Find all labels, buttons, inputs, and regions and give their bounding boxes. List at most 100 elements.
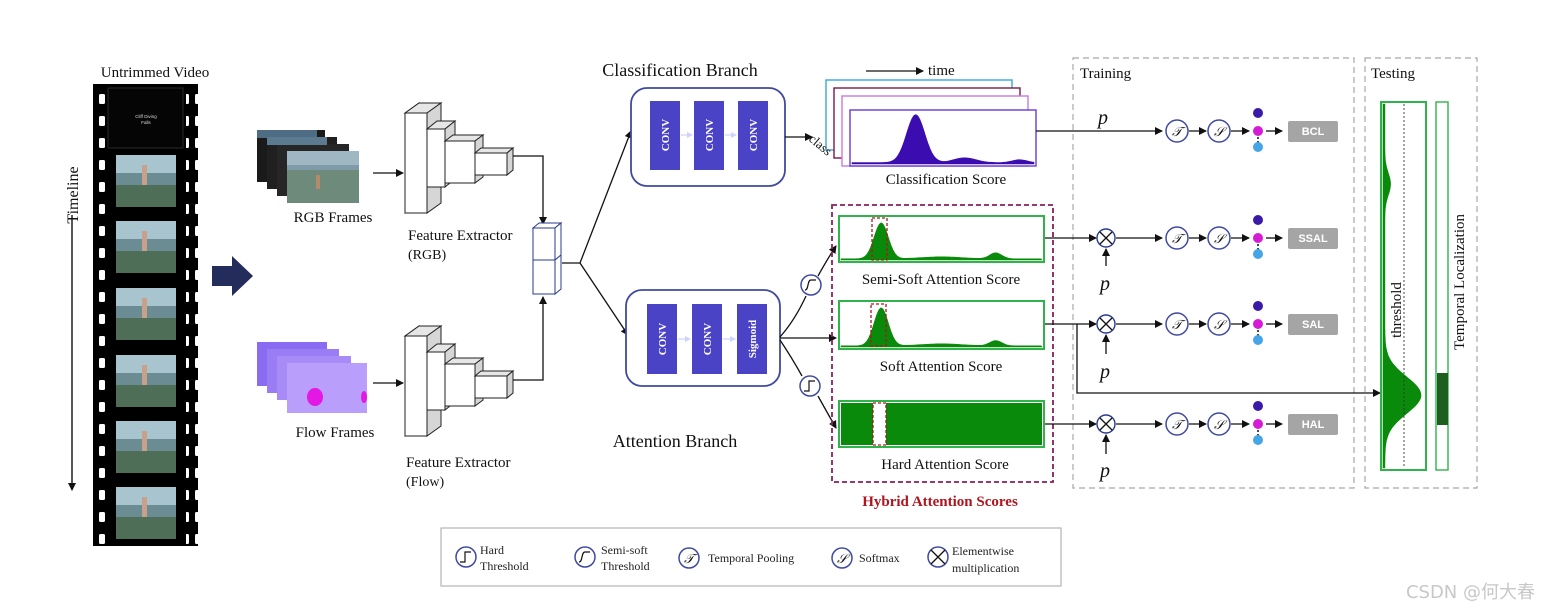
- semi-soft-threshold-icon: [800, 274, 822, 296]
- svg-text:CONV: CONV: [702, 323, 714, 355]
- p-symbol-hal: p: [1098, 460, 1110, 482]
- hal-loss-badge: HAL: [1288, 414, 1338, 435]
- softmax-icon: 𝒮: [1207, 412, 1231, 436]
- attention-conv-2: CONV: [692, 304, 722, 374]
- video-title: Untrimmed Video: [101, 65, 209, 81]
- svg-text:Threshold: Threshold: [601, 559, 650, 573]
- time-axis-label: time: [928, 63, 955, 79]
- attention-branch-title: Attention Branch: [613, 431, 737, 451]
- big-right-arrow-icon: [212, 256, 253, 296]
- classification-conv-2: CONV: [694, 101, 724, 170]
- svg-text:Softmax: Softmax: [859, 551, 900, 565]
- temporal-pooling-icon: 𝒯: [1165, 312, 1189, 336]
- p-symbol-ssal: p: [1098, 273, 1110, 295]
- classification-conv-3: CONV: [738, 101, 768, 170]
- temporal-pooling-icon: 𝒯: [1165, 412, 1189, 436]
- semi-soft-highlight: [871, 217, 888, 261]
- training-panel: [1072, 57, 1355, 489]
- localization-segment: [1437, 373, 1448, 425]
- svg-text:BCL: BCL: [1302, 126, 1325, 138]
- legend-softmax: 𝒮 Softmax: [831, 547, 900, 569]
- svg-text:multiplication: multiplication: [952, 561, 1019, 575]
- flow-frames-label: Flow Frames: [296, 425, 375, 441]
- title-card-caption-1: Cliff Diving: [135, 114, 157, 119]
- legend-box: [440, 527, 1062, 587]
- softmax-icon: 𝒮: [1207, 119, 1231, 143]
- class-probability-dots: [1253, 301, 1263, 345]
- soft-score-label: Soft Attention Score: [880, 359, 1003, 375]
- softmax-icon: 𝒮: [1207, 226, 1231, 250]
- hybrid-attention-box: [831, 204, 1054, 483]
- rgb-frames-stack: [257, 130, 359, 203]
- attention-conv-1: CONV: [647, 304, 677, 374]
- temporal-pooling-icon: [678, 547, 700, 569]
- legend-semi-soft-threshold: Semi-soft Threshold: [574, 543, 650, 573]
- attention-sigmoid: Sigmoid: [737, 304, 767, 374]
- hard-threshold-icon: [799, 375, 821, 397]
- feature-extractor-flow: [403, 325, 515, 437]
- softmax-icon: 𝒮: [1207, 312, 1231, 336]
- svg-text:CONV: CONV: [704, 119, 716, 151]
- class-probability-dots: [1253, 401, 1263, 445]
- semi-soft-score-label: Semi-Soft Attention Score: [862, 272, 1021, 288]
- classification-score-stack: [825, 79, 1037, 167]
- legend-elementwise-multiplication: Elementwise multiplication: [927, 544, 1019, 575]
- rgb-frames-label: RGB Frames: [294, 210, 373, 226]
- svg-text:Elementwise: Elementwise: [952, 544, 1014, 558]
- semi-soft-score-curve: [840, 222, 1043, 261]
- title-card-caption-2: Falls: [141, 120, 151, 125]
- svg-text:CONV: CONV: [657, 323, 669, 355]
- hard-threshold-icon: [455, 546, 477, 568]
- svg-text:HAL: HAL: [1302, 419, 1325, 431]
- classification-conv-1: CONV: [650, 101, 680, 170]
- feature-extractor-rgb: [403, 102, 515, 214]
- sal-loss-badge: SAL: [1288, 314, 1338, 335]
- flow-frames-stack: [257, 342, 367, 413]
- p-symbol-bcl: p: [1096, 107, 1108, 129]
- concatenated-features: [531, 221, 563, 296]
- svg-text:Temporal Pooling: Temporal Pooling: [708, 551, 794, 565]
- temporal-pooling-icon: 𝒯: [1165, 226, 1189, 250]
- video-frame-5: [116, 421, 176, 473]
- svg-text:SAL: SAL: [1302, 319, 1324, 331]
- hybrid-attention-title: Hybrid Attention Scores: [862, 494, 1018, 510]
- class-probability-dots: [1253, 108, 1263, 152]
- class-probability-dots: [1253, 215, 1263, 259]
- training-title: Training: [1080, 66, 1132, 82]
- multiply-icon-hal: [1096, 414, 1116, 434]
- threshold-label: threshold: [1389, 282, 1405, 338]
- multiply-icon-sal: [1096, 314, 1116, 334]
- svg-text:SSAL: SSAL: [1298, 233, 1328, 245]
- svg-text:Semi-soft: Semi-soft: [601, 543, 648, 557]
- classification-score-curve: [851, 114, 1035, 165]
- softmax-icon: [831, 547, 853, 569]
- p-symbol-sal: p: [1098, 361, 1110, 383]
- multiply-icon-ssal: [1096, 228, 1116, 248]
- hard-score-label: Hard Attention Score: [881, 457, 1009, 473]
- film-strip: Untrimmed Video Cliff Diving Falls: [93, 65, 209, 546]
- ssal-loss-badge: SSAL: [1288, 228, 1338, 249]
- timeline-label: Timeline: [65, 166, 82, 223]
- svg-text:Sigmoid: Sigmoid: [747, 320, 759, 359]
- temporal-pooling-icon: 𝒯: [1165, 119, 1189, 143]
- extractor-rgb-label-1: Feature Extractor: [408, 228, 513, 244]
- soft-highlight: [870, 303, 887, 347]
- classification-score-label: Classification Score: [886, 172, 1007, 188]
- svg-text:CONV: CONV: [660, 119, 672, 151]
- extractor-rgb-label-2: (RGB): [408, 248, 446, 263]
- video-frame-6: [116, 487, 176, 539]
- video-frame-2: [116, 221, 176, 273]
- soft-score-curve: [840, 307, 1043, 348]
- title-card-frame: [107, 87, 184, 149]
- hard-highlight: [872, 402, 887, 446]
- temporal-localization-label: Temporal Localization: [1452, 214, 1468, 350]
- testing-panel: [1364, 57, 1478, 489]
- bcl-loss-badge: BCL: [1288, 121, 1338, 142]
- video-frame-1: [116, 155, 176, 207]
- csdn-watermark: CSDN @何大春: [1405, 582, 1535, 603]
